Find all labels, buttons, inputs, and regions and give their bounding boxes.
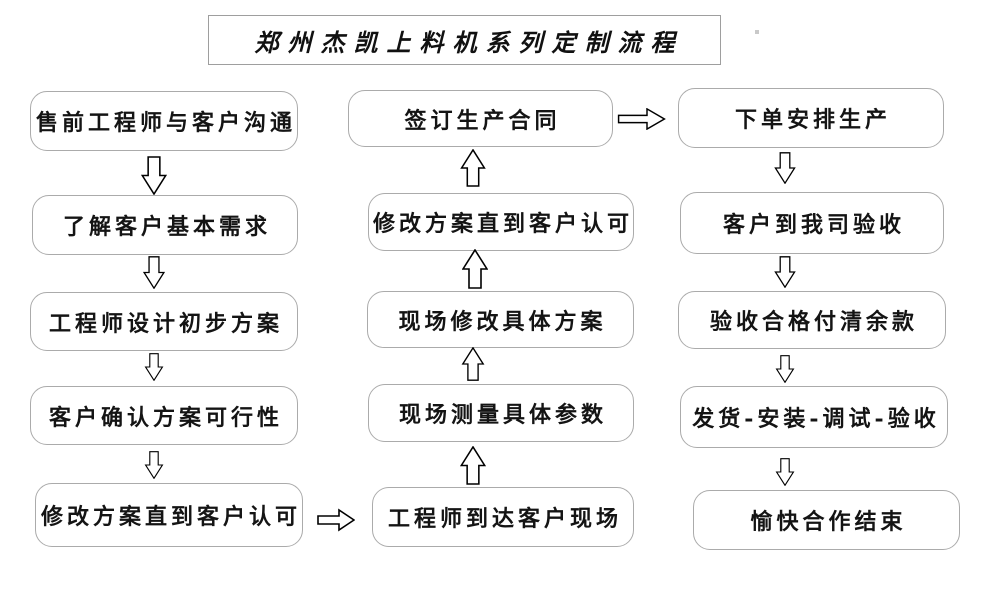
arrow-down-icon [775, 458, 795, 486]
diagram-title-box: 郑州杰凯上料机系列定制流程 [208, 15, 721, 65]
arrow-up-icon [460, 149, 486, 187]
node-presales-communication: 售前工程师与客户沟通 [30, 91, 298, 151]
node-engineer-initial-design: 工程师设计初步方案 [30, 292, 298, 351]
node-customer-acceptance-visit: 客户到我司验收 [680, 192, 944, 254]
arrow-right-icon [317, 508, 355, 532]
node-place-order-production: 下单安排生产 [678, 88, 944, 148]
arrow-down-icon [775, 355, 795, 383]
artifact-dot [755, 30, 759, 34]
arrow-down-icon [774, 152, 796, 184]
node-pay-remaining-balance: 验收合格付清余款 [678, 291, 946, 349]
node-confirm-feasibility: 客户确认方案可行性 [30, 386, 298, 445]
node-sign-production-contract: 签订生产合同 [348, 90, 613, 147]
node-revise-until-approved-2: 修改方案直到客户认可 [368, 193, 634, 251]
arrow-down-icon [144, 451, 164, 479]
node-revise-until-approved: 修改方案直到客户认可 [35, 483, 303, 547]
diagram-title: 郑州杰凯上料机系列定制流程 [254, 27, 684, 57]
arrow-up-icon [462, 249, 488, 289]
arrow-up-icon [461, 347, 485, 381]
arrow-down-icon [142, 256, 166, 289]
arrow-down-icon [774, 256, 796, 288]
node-ship-install-debug-accept: 发货-安装-调试-验收 [680, 386, 948, 448]
node-happy-cooperation-end: 愉快合作结束 [693, 490, 960, 550]
arrow-down-icon [141, 156, 167, 195]
arrow-down-icon [144, 353, 164, 381]
node-understand-basic-needs: 了解客户基本需求 [32, 195, 298, 255]
node-onsite-modify-plan: 现场修改具体方案 [367, 291, 634, 348]
node-engineer-arrives-site: 工程师到达客户现场 [372, 487, 634, 547]
node-onsite-measure-parameters: 现场测量具体参数 [368, 384, 634, 442]
arrow-up-icon [460, 446, 486, 485]
arrow-right-icon [617, 108, 666, 130]
